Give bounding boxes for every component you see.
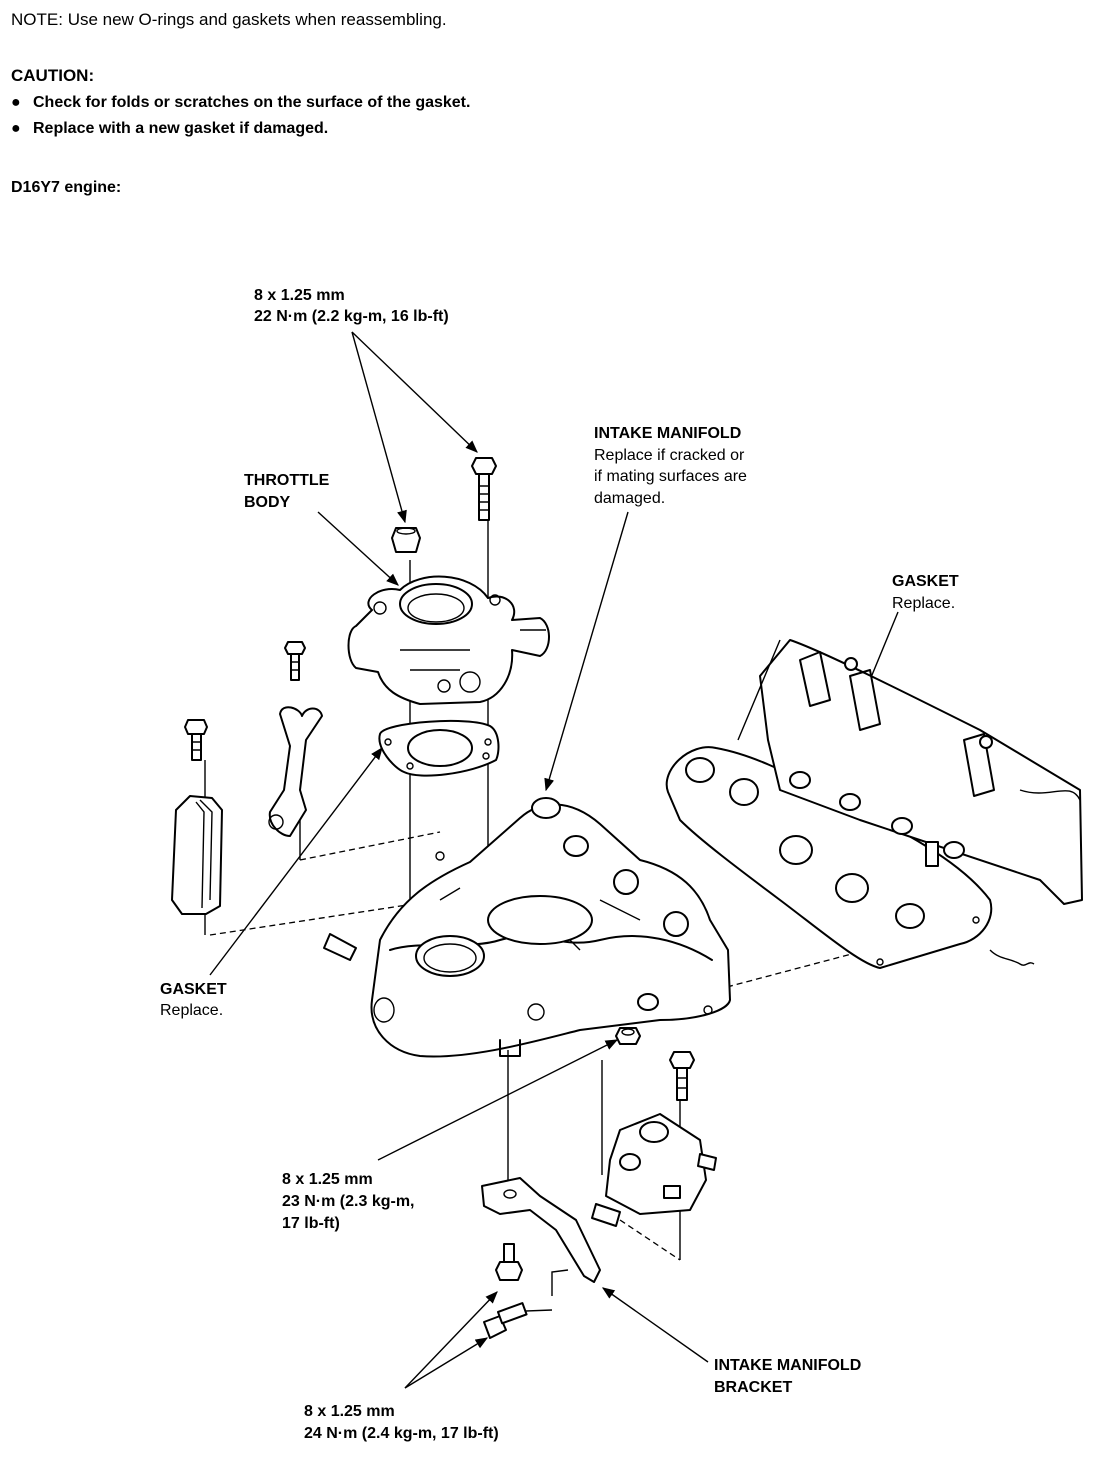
note-prefix: NOTE: xyxy=(11,10,63,29)
bullet-icon: ● xyxy=(11,120,21,137)
mid-bolt-torque-2: 17 lb-ft) xyxy=(282,1215,340,1232)
throttle-body-gasket xyxy=(378,719,500,777)
note-line: NOTE: Use new O-rings and gaskets when r… xyxy=(11,8,447,31)
throttle-body xyxy=(347,575,550,705)
engine-label: D16Y7 engine: xyxy=(11,179,122,196)
top-bolt-torque: 22 N·m (2.2 kg-m, 16 lb-ft) xyxy=(254,308,449,325)
bolt-small-1 xyxy=(284,641,306,681)
cover-plate xyxy=(171,795,223,915)
gasket-left-note: Replace. xyxy=(160,1002,224,1019)
cylinder-head xyxy=(737,639,1083,966)
bottom-bolt xyxy=(483,1302,528,1339)
caution-title: CAUTION: xyxy=(11,66,95,85)
throttle-body-label-2: BODY xyxy=(244,494,291,511)
top-bolt-size: 8 x 1.25 mm xyxy=(254,287,345,304)
bracket-label-2: BRACKET xyxy=(714,1379,793,1396)
bottom-bolt-torque: 24 N·m (2.4 kg-m, 17 lb-ft) xyxy=(304,1425,499,1442)
mid-bolt-size: 8 x 1.25 mm xyxy=(282,1171,373,1188)
caution-bullet-1: ●Check for folds or scratches on the sur… xyxy=(11,91,470,114)
top-nut xyxy=(391,527,421,553)
bottom-nut xyxy=(495,1243,523,1281)
top-bolt-long xyxy=(471,457,497,521)
intake-manifold xyxy=(323,797,731,1058)
bolt-small-2 xyxy=(184,719,208,761)
bottom-bolt-size: 8 x 1.25 mm xyxy=(304,1403,395,1420)
leader-lines xyxy=(209,331,899,1389)
gasket-right-note: Replace. xyxy=(892,595,956,612)
intake-manifold-bracket xyxy=(481,1177,601,1313)
mid-bolt-torque-1: 23 N·m (2.3 kg-m, xyxy=(282,1193,415,1210)
bracket-label-1: INTAKE MANIFOLD xyxy=(714,1357,862,1374)
gasket-left-title: GASKET xyxy=(160,981,227,998)
bypass-valve-assembly xyxy=(591,1051,717,1227)
caution-bullet-2: ●Replace with a new gasket if damaged. xyxy=(11,117,328,140)
intake-manifold-note-2: if mating surfaces are xyxy=(594,468,747,485)
intake-manifold-title: INTAKE MANIFOLD xyxy=(594,425,742,442)
bullet-icon: ● xyxy=(11,94,21,111)
throttle-cable-bracket xyxy=(268,706,323,837)
intake-manifold-note-3: damaged. xyxy=(594,490,666,507)
intake-manifold-gasket xyxy=(665,746,993,969)
mid-nut xyxy=(615,1027,641,1045)
throttle-body-label-1: THROTTLE xyxy=(244,472,330,489)
note-text: Use new O-rings and gaskets when reassem… xyxy=(67,10,447,29)
gasket-right-title: GASKET xyxy=(892,573,959,590)
intake-manifold-note-1: Replace if cracked or xyxy=(594,447,745,464)
